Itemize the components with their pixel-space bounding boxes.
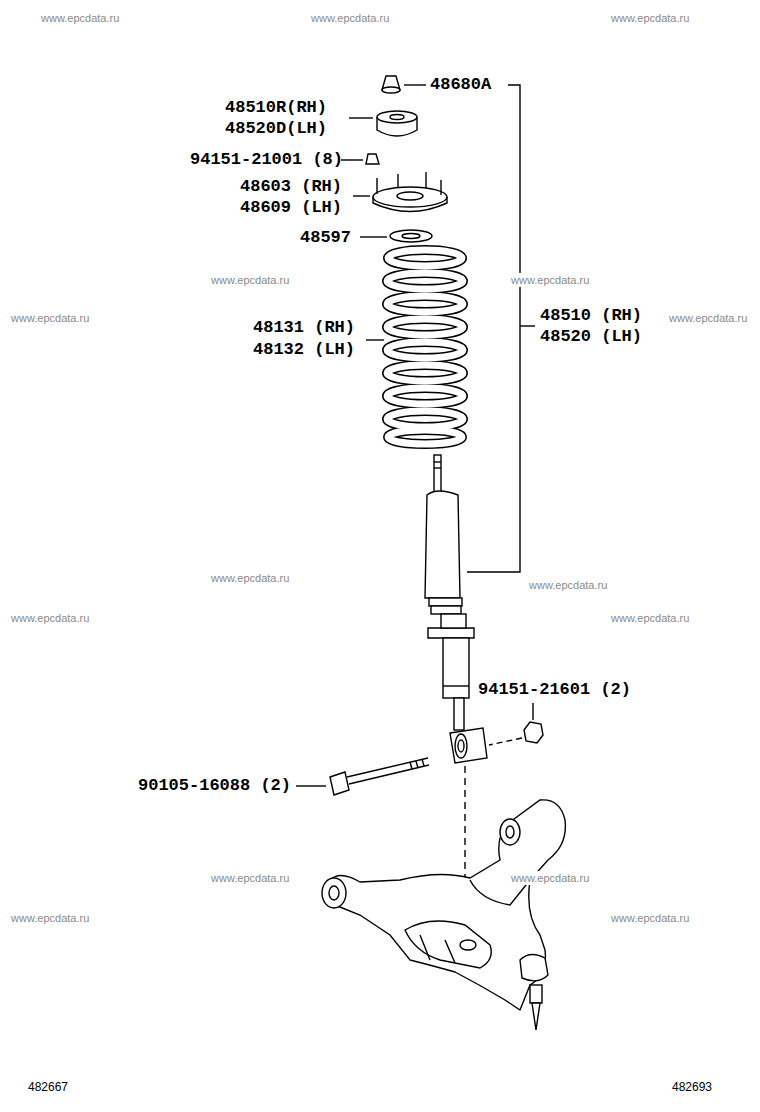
part-number: 48131 (RH) — [253, 318, 355, 338]
watermark: www.epcdata.ru — [10, 911, 90, 925]
watermark: www.epcdata.ru — [210, 571, 290, 585]
part-number: 94151-21601 (2) — [478, 680, 631, 700]
watermark: www.epcdata.ru — [210, 273, 290, 287]
watermark: www.epcdata.ru — [310, 11, 390, 25]
part-number: 48680A — [430, 75, 491, 95]
watermark: www.epcdata.ru — [510, 871, 590, 885]
watermark: www.epcdata.ru — [528, 578, 608, 592]
watermark: www.epcdata.ru — [668, 311, 748, 325]
part-number: 48609 (LH) — [240, 198, 342, 218]
part-number: 48510R(RH) — [225, 98, 327, 118]
watermark: www.epcdata.ru — [10, 611, 90, 625]
part-number: 48597 — [300, 228, 351, 248]
watermark: www.epcdata.ru — [610, 11, 690, 25]
figure-number: 482693 — [672, 1080, 712, 1094]
watermark: www.epcdata.ru — [40, 11, 120, 25]
part-number: 48520D(LH) — [225, 119, 327, 139]
watermark: www.epcdata.ru — [10, 311, 90, 325]
part-number: 48510 (RH) — [540, 306, 642, 326]
figure-number: 482667 — [28, 1080, 68, 1094]
part-number: 48603 (RH) — [240, 177, 342, 197]
part-number: 94151-21001 (8) — [190, 150, 343, 170]
part-number: 48520 (LH) — [540, 327, 642, 347]
part-number: 90105-16088 (2) — [138, 776, 291, 796]
part-number: 48132 (LH) — [253, 340, 355, 360]
watermark: www.epcdata.ru — [610, 911, 690, 925]
watermark: www.epcdata.ru — [510, 273, 590, 287]
watermark: www.epcdata.ru — [210, 871, 290, 885]
watermark: www.epcdata.ru — [610, 611, 690, 625]
